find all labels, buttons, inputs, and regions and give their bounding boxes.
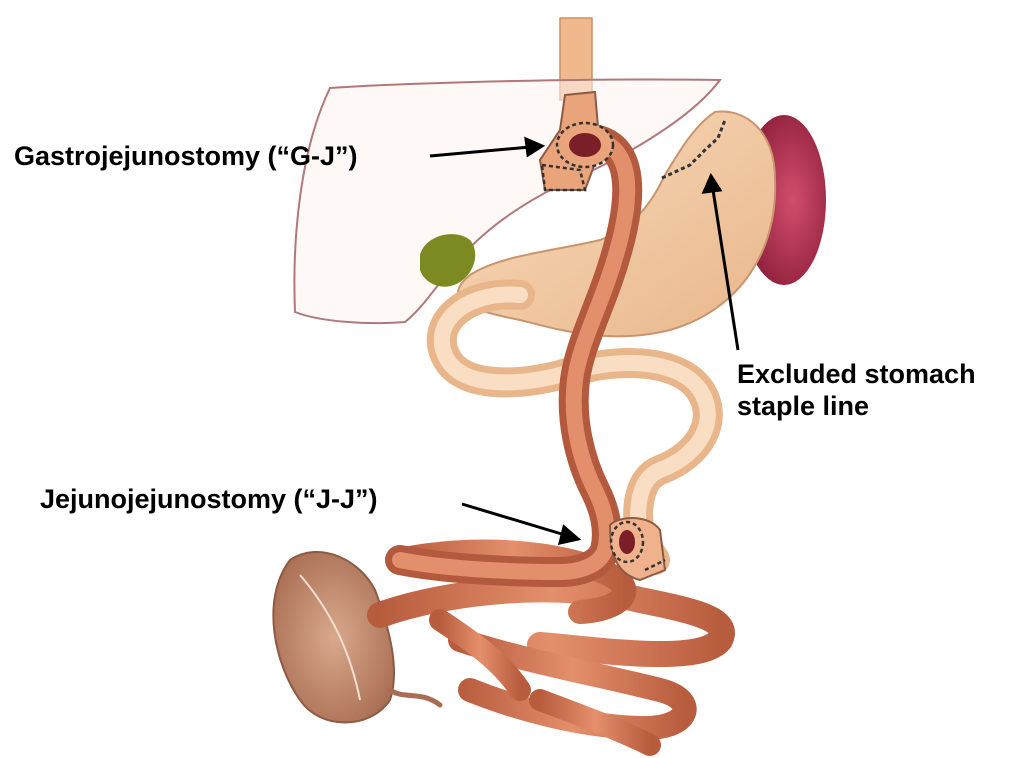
gj-anastomosis-opening <box>569 133 601 157</box>
staple-line-label: Excluded stomach staple line <box>737 358 976 422</box>
arrow-jejunojejunostomy-head <box>560 527 578 543</box>
jejunojejunostomy-label: Jejunojejunostomy (“J-J”) <box>40 483 378 515</box>
arrow-jejunojejunostomy <box>462 504 565 535</box>
pancreas <box>273 552 394 723</box>
pancreas-tail <box>390 690 440 705</box>
staple-line-label-line1: Excluded stomach <box>737 358 976 390</box>
staple-line-label-line2: staple line <box>737 390 976 422</box>
gastrojejunostomy-label: Gastrojejunostomy (“G-J”) <box>14 140 358 172</box>
jj-anastomosis-opening <box>619 530 635 554</box>
